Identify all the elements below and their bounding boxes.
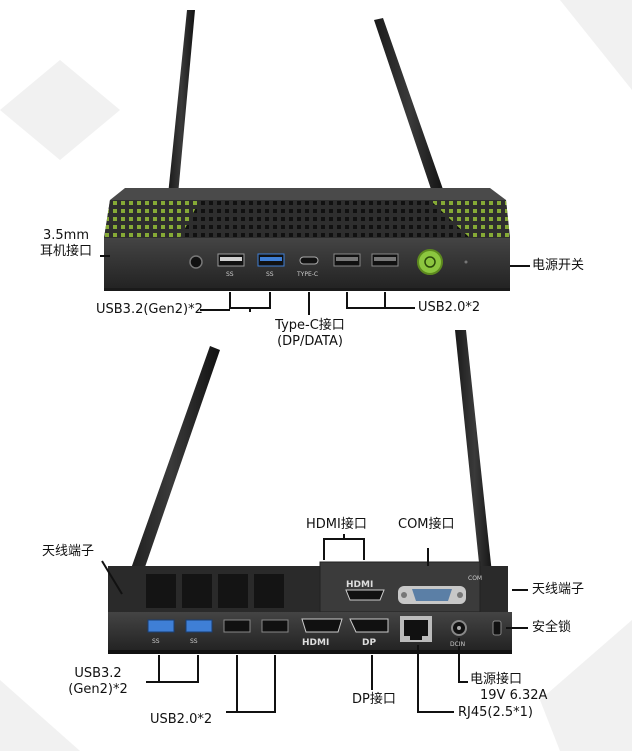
- dp-port: [349, 618, 389, 633]
- label-typec-line1: Type-C接口: [275, 318, 345, 333]
- power-button-icon: [417, 249, 443, 275]
- label-usb32-bottom-line2: (Gen2)*2: [68, 682, 128, 697]
- mark-hdmi-upper: HDMI: [346, 580, 373, 590]
- com-port: [398, 586, 466, 604]
- label-antenna-right: 天线端子: [532, 582, 585, 597]
- label-power-switch: 电源开关: [532, 258, 585, 273]
- usb32-bottom-2: [185, 619, 213, 633]
- port-marks: SS SS TYPE-C SS SS DCIN COM: [152, 271, 482, 648]
- label-dp-port: DP接口: [352, 692, 396, 707]
- label-headphone: 3.5mm 耳机接口: [28, 228, 104, 260]
- bottom-leader-lines: [101, 534, 528, 713]
- security-lock-icon: [492, 620, 502, 636]
- mark-dp: DP: [362, 638, 376, 648]
- bottom-device: [108, 330, 512, 654]
- top-device: [104, 10, 510, 291]
- label-usb20-bottom: USB2.0*2: [150, 712, 213, 727]
- label-rj45: RJ45(2.5*1): [458, 705, 533, 720]
- antenna-top-right: [374, 18, 445, 195]
- label-hdmi-port: HDMI接口: [306, 517, 367, 532]
- usb32-bottom-1: [147, 619, 175, 633]
- label-power-input-line1: 电源接口: [470, 672, 523, 687]
- label-power-input: 电源接口 19V 6.32A: [470, 672, 547, 704]
- usb20-bottom-1: [223, 619, 251, 633]
- label-headphone-line1: 3.5mm: [42, 228, 89, 243]
- headphone-jack-icon: [189, 255, 203, 269]
- mark-b-ss-1: SS: [152, 638, 160, 645]
- hdmi-port-lower: [301, 618, 343, 633]
- label-typec-line2: (DP/DATA): [277, 334, 343, 349]
- bottom-vent-1: [146, 574, 176, 608]
- label-usb20-top: USB2.0*2: [418, 300, 481, 315]
- antenna-top-left: [168, 10, 195, 195]
- mark-ss-1: SS: [226, 271, 234, 278]
- label-antenna-left: 天线端子: [42, 544, 95, 559]
- mark-b-ss-2: SS: [190, 638, 198, 645]
- hdmi-port-upper: [345, 589, 385, 601]
- mark-typec: TYPE-C: [296, 271, 318, 278]
- label-usb32-bottom: USB3.2 (Gen2)*2: [52, 666, 144, 698]
- usb32-port-2: [257, 253, 285, 267]
- label-com-port: COM接口: [398, 517, 455, 532]
- label-security-lock: 安全锁: [532, 620, 572, 635]
- mark-dcin: DCIN: [450, 641, 465, 648]
- label-usb32-top: USB3.2(Gen2)*2: [96, 302, 203, 317]
- usb20-bottom-2: [261, 619, 289, 633]
- label-headphone-line2: 耳机接口: [39, 244, 92, 259]
- top-leader-lines: [100, 255, 530, 315]
- label-power-input-line2: 19V 6.32A: [480, 688, 548, 703]
- label-typec: Type-C接口 (DP/DATA): [250, 318, 370, 350]
- typec-port: [299, 256, 319, 265]
- usb32-port-1: [217, 253, 245, 267]
- usb20-port-1: [333, 253, 361, 267]
- mark-hdmi-lower: HDMI: [302, 638, 329, 648]
- mark-ss-2: SS: [266, 271, 274, 278]
- rj45-port: [400, 616, 432, 642]
- usb20-port-2: [371, 253, 399, 267]
- label-usb32-bottom-line1: USB3.2: [74, 666, 122, 681]
- mark-com: COM: [468, 575, 482, 582]
- top-lid: [104, 188, 510, 238]
